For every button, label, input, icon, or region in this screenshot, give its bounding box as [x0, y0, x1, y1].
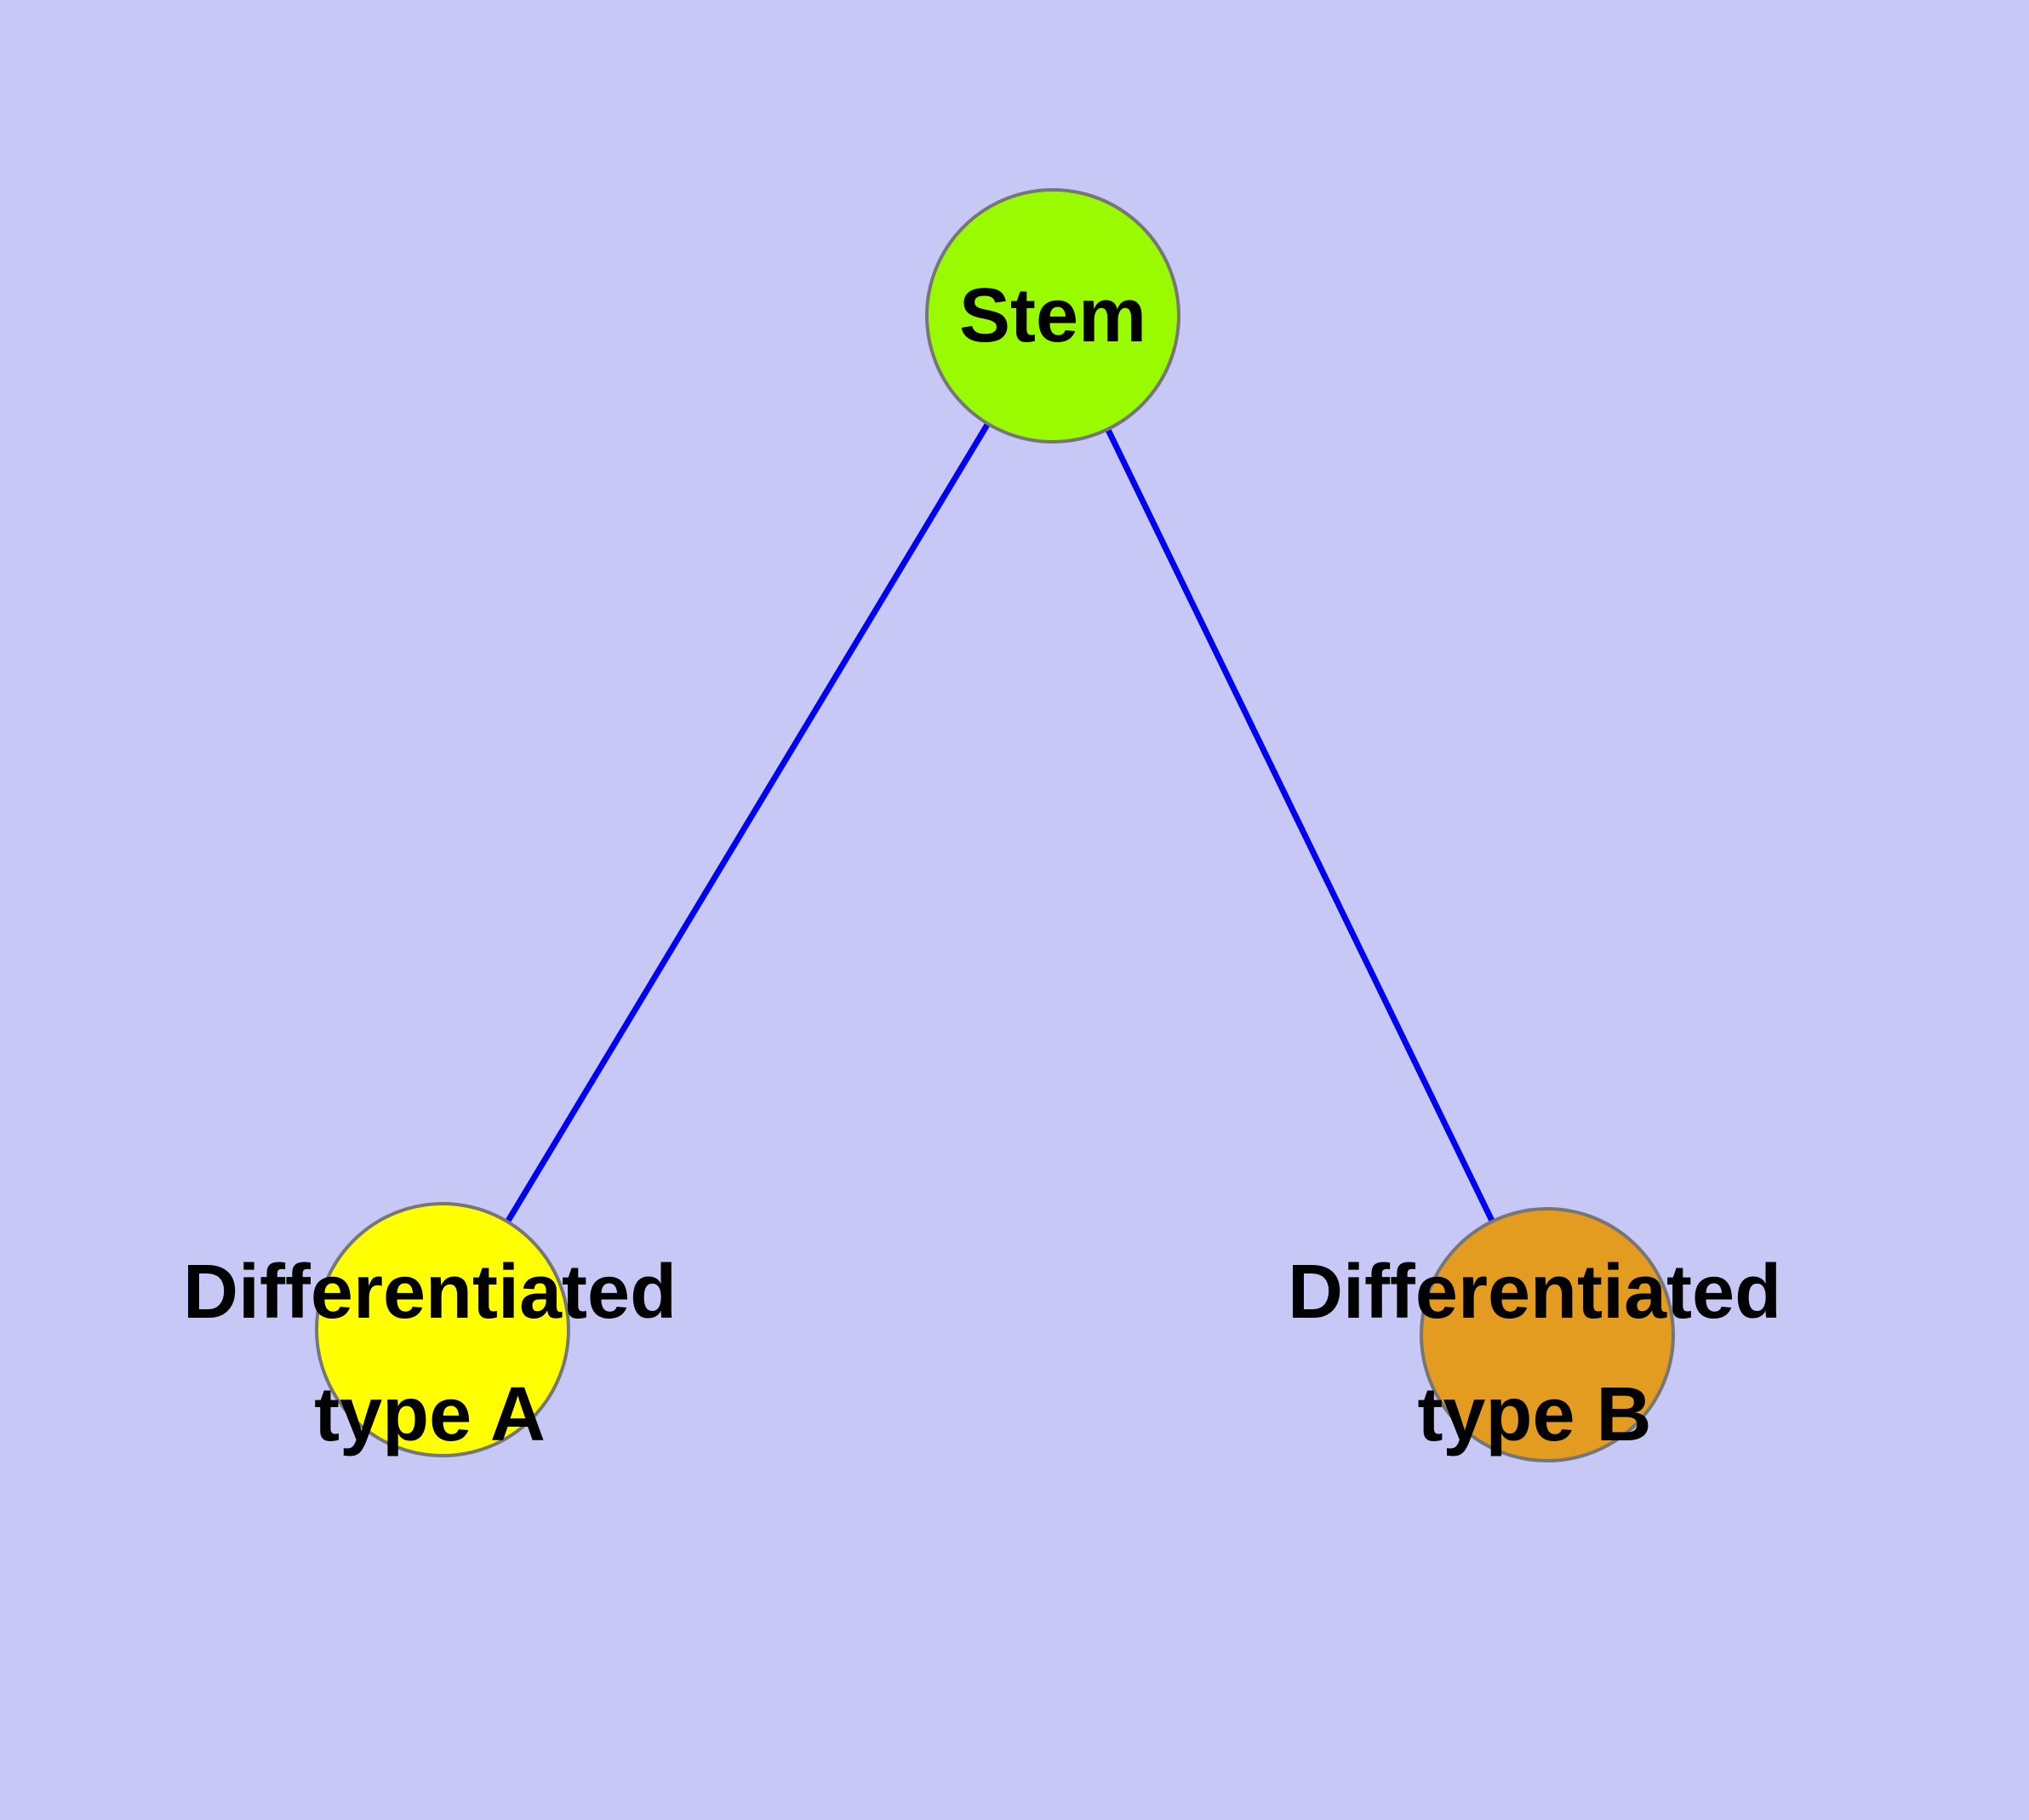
node-type-b-label-line2: type B — [1417, 1372, 1652, 1457]
node-type-a — [315, 1202, 570, 1457]
node-type-a-label-line2: type A — [314, 1372, 546, 1457]
node-stem: Stem — [925, 188, 1180, 444]
edge-stem-to-type-b — [1049, 314, 1551, 1336]
node-type-b-label: Differentiated type B — [1288, 1231, 1781, 1476]
node-type-b — [1420, 1207, 1675, 1462]
node-type-a-label: Differentiated type A — [183, 1231, 677, 1476]
edge-stem-to-type-a — [440, 314, 1055, 1331]
node-type-b-label-line1: Differentiated — [1287, 1250, 1782, 1335]
node-type-a-label-line1: Differentiated — [182, 1250, 677, 1335]
node-stem-label: Stem — [958, 273, 1147, 358]
